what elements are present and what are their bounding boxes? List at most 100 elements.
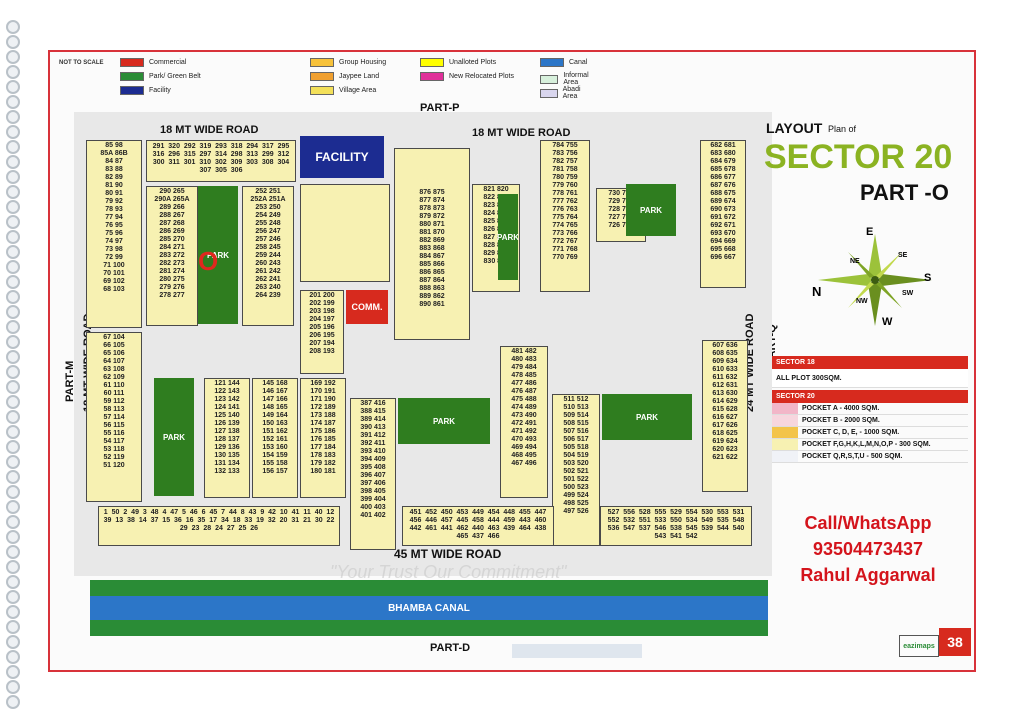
legend-item: Village Area <box>310 86 376 95</box>
legend-item: Park/ Green Belt <box>120 72 201 81</box>
part-title: PART -O <box>860 180 949 205</box>
plot-numbers: 387 416 388 415 389 414 390 413 391 412 … <box>360 400 386 519</box>
legend-label: New Relocated Plots <box>449 73 514 80</box>
contact-block: Call/WhatsApp 93504473437 Rahul Aggarwal <box>768 510 968 588</box>
green-belt-top <box>90 580 768 596</box>
legend-swatch <box>540 88 558 98</box>
binder-ring <box>6 275 20 289</box>
compass-e: E <box>866 226 874 238</box>
legend-item: Group Housing <box>310 58 386 67</box>
plot-numbers: 527 556 528 555 529 554 530 553 531 552 … <box>607 509 745 540</box>
pocket-label: POCKET A - 4000 SQM. <box>802 405 880 412</box>
plot-block: 145 168 146 167 147 166 148 165 149 164 … <box>252 378 298 498</box>
pocket-swatch <box>772 451 798 462</box>
sector20-heading: SECTOR 20 <box>772 390 968 403</box>
binder-ring <box>6 470 20 484</box>
commercial-area: COMM. <box>346 290 388 324</box>
park: PARK <box>602 394 692 440</box>
legend-label: Group Housing <box>339 59 387 66</box>
compass-rose: E S N W NE SE NW SW <box>810 226 940 332</box>
plot-block: 682 681 683 680 684 679 685 678 686 677 … <box>700 140 746 288</box>
park: PARK <box>497 194 519 280</box>
legend-item: Facility <box>120 86 171 95</box>
binder-ring <box>6 320 20 334</box>
sector18-heading: SECTOR 18 <box>772 356 968 369</box>
binder-ring <box>6 185 20 199</box>
plot-numbers: 607 636 608 635 609 634 610 633 611 632 … <box>712 342 738 461</box>
pocket-row: POCKET C, D, E, - 1000 SQM. <box>772 427 968 439</box>
plot-numbers: 876 875 877 874 878 873 879 872 880 871 … <box>419 189 445 308</box>
contact-phone[interactable]: 93504473437 <box>812 539 924 559</box>
plot-numbers: 1 50 2 49 3 48 4 47 5 46 6 45 7 44 8 43 … <box>103 509 335 532</box>
legend-swatch <box>120 72 144 81</box>
plot-block: 201 200 202 199 203 198 204 197 205 196 … <box>300 290 344 374</box>
binder-ring <box>6 125 20 139</box>
binder-ring <box>6 95 20 109</box>
binder-ring <box>6 515 20 529</box>
pocket-swatch <box>772 415 798 426</box>
park: PARK <box>198 186 238 324</box>
road-top-right-label: 18 MT WIDE ROAD <box>472 127 571 139</box>
title-block: LAYOUT Plan of SECTOR 20 PART -O <box>760 116 960 226</box>
binder-ring <box>6 440 20 454</box>
plot-block: 290 265 290A 265A 289 266 288 267 287 26… <box>146 186 198 326</box>
plot-block: 1 50 2 49 3 48 4 47 5 46 6 45 7 44 8 43 … <box>98 506 340 546</box>
layout-plan: 18 MT WIDE ROAD 18 MT WIDE ROAD 18 MT WI… <box>74 112 772 576</box>
plot-block <box>300 184 390 282</box>
scale-note: NOT TO SCALE <box>59 60 104 66</box>
pocket-label: POCKET B - 2000 SQM. <box>802 417 880 424</box>
plot-numbers: 201 200 202 199 203 198 204 197 205 196 … <box>309 292 335 355</box>
pocket-swatch <box>772 427 798 438</box>
binder-ring <box>6 635 20 649</box>
binder-ring <box>6 155 20 169</box>
binder-ring <box>6 350 20 364</box>
binder-ring <box>6 290 20 304</box>
plan-of-text: Plan of <box>828 124 857 134</box>
legend-item: Unalloted Plots <box>420 58 496 67</box>
plot-block: 169 192 170 191 171 190 172 189 173 188 … <box>300 378 346 498</box>
binder-ring <box>6 680 20 694</box>
watermark: "Your Trust Our Commitment" <box>330 562 567 582</box>
facility-area: FACILITY <box>300 136 384 178</box>
legend-swatch <box>120 58 144 67</box>
binder-rings <box>6 20 20 710</box>
binder-ring <box>6 575 20 589</box>
sector-title: SECTOR 20 <box>764 138 953 176</box>
legend-item: Jaypee Land <box>310 72 379 81</box>
disclaimer-note <box>512 644 642 658</box>
legend-item: Commercial <box>120 58 186 67</box>
plot-block: 121 144 122 143 123 142 124 141 125 140 … <box>204 378 250 498</box>
part-top-label: PART-P <box>420 102 460 114</box>
binder-ring <box>6 620 20 634</box>
contact-name: Rahul Aggarwal <box>800 565 936 585</box>
legend-swatch <box>120 86 144 95</box>
binder-ring <box>6 605 20 619</box>
compass-nw: NW <box>856 298 868 305</box>
binder-ring <box>6 200 20 214</box>
legend-swatch <box>310 86 334 95</box>
road-top-left-label: 18 MT WIDE ROAD <box>160 124 259 136</box>
plot-block: 85 98 85A 86B 84 87 83 88 82 89 81 90 80… <box>86 140 142 328</box>
park: PARK <box>154 378 194 496</box>
pocket-label: POCKET C, D, E, - 1000 SQM. <box>802 429 900 436</box>
binder-ring <box>6 305 20 319</box>
plot-block: 67 104 66 105 65 106 64 107 63 108 62 10… <box>86 332 142 502</box>
pocket-label: POCKET F,G,H,K,L,M,N,O,P - 300 SQM. <box>802 441 931 448</box>
canal: BHAMBA CANAL <box>90 596 768 620</box>
binder-ring <box>6 695 20 709</box>
binder-ring <box>6 395 20 409</box>
plot-numbers: 682 681 683 680 684 679 685 678 686 677 … <box>710 142 736 261</box>
legend-item: Informal Area <box>540 72 594 86</box>
plot-block: 511 512 510 513 509 514 508 515 507 516 … <box>552 394 600 546</box>
layout-word: LAYOUT <box>766 120 823 136</box>
legend-swatch <box>310 58 334 67</box>
pocket-size-table: SECTOR 18 ALL PLOT 300SQM. SECTOR 20 POC… <box>772 356 968 463</box>
plot-block: 252 251 252A 251A 253 250 254 249 255 24… <box>242 186 294 326</box>
binder-ring <box>6 215 20 229</box>
legend-label: Commercial <box>149 59 187 66</box>
plot-numbers: 145 168 146 167 147 166 148 165 149 164 … <box>262 380 288 475</box>
binder-ring <box>6 65 20 79</box>
compass-w: W <box>882 316 893 328</box>
legend-swatch <box>540 58 564 67</box>
plot-numbers: 169 192 170 191 171 190 172 189 173 188 … <box>310 380 336 475</box>
